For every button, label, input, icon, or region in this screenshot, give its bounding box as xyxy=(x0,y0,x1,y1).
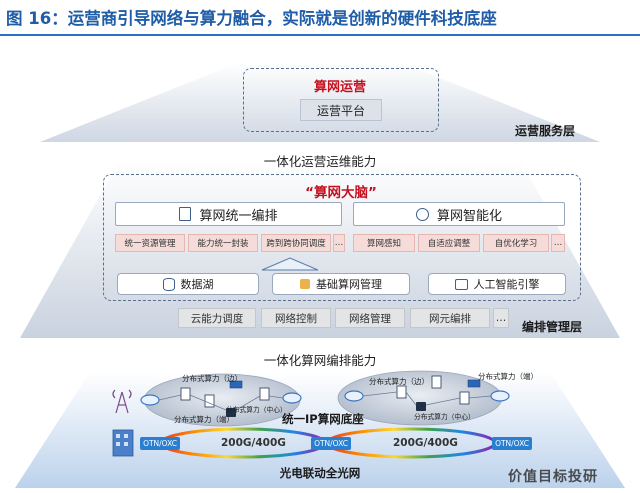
item-box: … xyxy=(333,234,345,252)
building-icon xyxy=(112,429,134,457)
router-icon xyxy=(490,390,510,402)
dc-switch-icon xyxy=(416,402,426,411)
ops-capability-label: 一体化运营运维能力 xyxy=(263,154,377,169)
router-icon xyxy=(282,392,302,404)
capability-box: 云能力调度 xyxy=(178,308,256,328)
cloud-label: 分布式算力（端） xyxy=(478,372,538,381)
server-icon xyxy=(259,387,270,401)
up-arrow-icon xyxy=(261,257,319,271)
item-box: 统一资源管理 xyxy=(115,234,185,252)
capability-box: 网元编排 xyxy=(410,308,490,328)
router-icon xyxy=(140,394,160,406)
item-box: 能力统一封装 xyxy=(188,234,258,252)
ai-engine-box: 人工智能引擎 xyxy=(428,273,566,295)
unified-orchestration-panel: 算网统一编排 xyxy=(115,202,342,226)
laptop-icon xyxy=(229,380,243,389)
cloud-label: 分布式算力（中心） xyxy=(414,412,475,421)
item-box: 自适应调整 xyxy=(418,234,480,252)
brain-icon xyxy=(415,207,429,221)
intelligence-panel: 算网智能化 xyxy=(353,202,565,226)
capability-box: 网络管理 xyxy=(335,308,405,328)
brain-box xyxy=(103,174,581,301)
orch-layer-label: 编排管理层 xyxy=(522,320,583,334)
otn-node: OTN/OXC xyxy=(492,437,532,450)
cloud-label: 分布式算力（边） xyxy=(182,374,242,383)
unified-orchestration-label: 算网统一编排 xyxy=(199,208,278,224)
item-box: … xyxy=(551,234,565,252)
operations-box xyxy=(243,68,439,132)
server-icon xyxy=(180,387,191,401)
layers-icon xyxy=(300,279,310,289)
antenna-icon xyxy=(112,389,132,414)
basic-management-box: 基础算网管理 xyxy=(272,273,410,295)
optical-network-label: 光电联动全光网 xyxy=(279,466,361,480)
ai-engine-label: 人工智能引擎 xyxy=(473,278,540,291)
ai-engine-icon xyxy=(454,278,468,290)
item-box: 自优化学习 xyxy=(483,234,549,252)
figure-title: 图 16：运营商引导网络与算力融合，实际就是创新的硬件科技底座 xyxy=(6,9,497,28)
laptop-icon xyxy=(467,379,481,388)
watermark: 价值目标投研 xyxy=(508,469,598,485)
data-lake-label: 数据湖 xyxy=(180,278,214,291)
intelligence-label: 算网智能化 xyxy=(436,208,502,224)
data-lake-box: 数据湖 xyxy=(117,273,259,295)
otn-node: OTN/OXC xyxy=(311,437,351,450)
cloud-label: 分布式算力（中心） xyxy=(226,405,287,414)
server-icon xyxy=(204,394,215,408)
cloud-label: 分布式算力（端） xyxy=(174,415,234,424)
title-divider xyxy=(0,34,640,36)
orch-capability-label: 一体化算网编排能力 xyxy=(263,353,377,368)
item-box: 算网感知 xyxy=(353,234,415,252)
basic-management-label: 基础算网管理 xyxy=(316,278,382,291)
database-icon xyxy=(162,277,175,291)
router-icon xyxy=(344,390,364,402)
server-icon xyxy=(459,391,470,405)
document-icon xyxy=(179,207,192,221)
cloud-label: 分布式算力（边） xyxy=(369,377,429,386)
server-icon xyxy=(431,375,442,389)
ip-base-label: 统一IP算网底座 xyxy=(282,412,364,426)
dc-switch-icon xyxy=(226,408,236,417)
operations-heading: 算网运营 xyxy=(313,80,366,95)
capability-box: 网络控制 xyxy=(261,308,331,328)
service-layer-label: 运营服务层 xyxy=(515,124,576,138)
capability-box: … xyxy=(493,308,509,328)
brain-heading: “算网大脑” xyxy=(305,185,377,201)
rate-label: 200G/400G xyxy=(221,437,286,449)
operations-platform: 运营平台 xyxy=(300,99,382,121)
otn-node: OTN/OXC xyxy=(140,437,180,450)
item-box: 跨到跨协同调度 xyxy=(261,234,331,252)
server-icon xyxy=(396,385,407,399)
rate-label: 200G/400G xyxy=(393,437,458,449)
